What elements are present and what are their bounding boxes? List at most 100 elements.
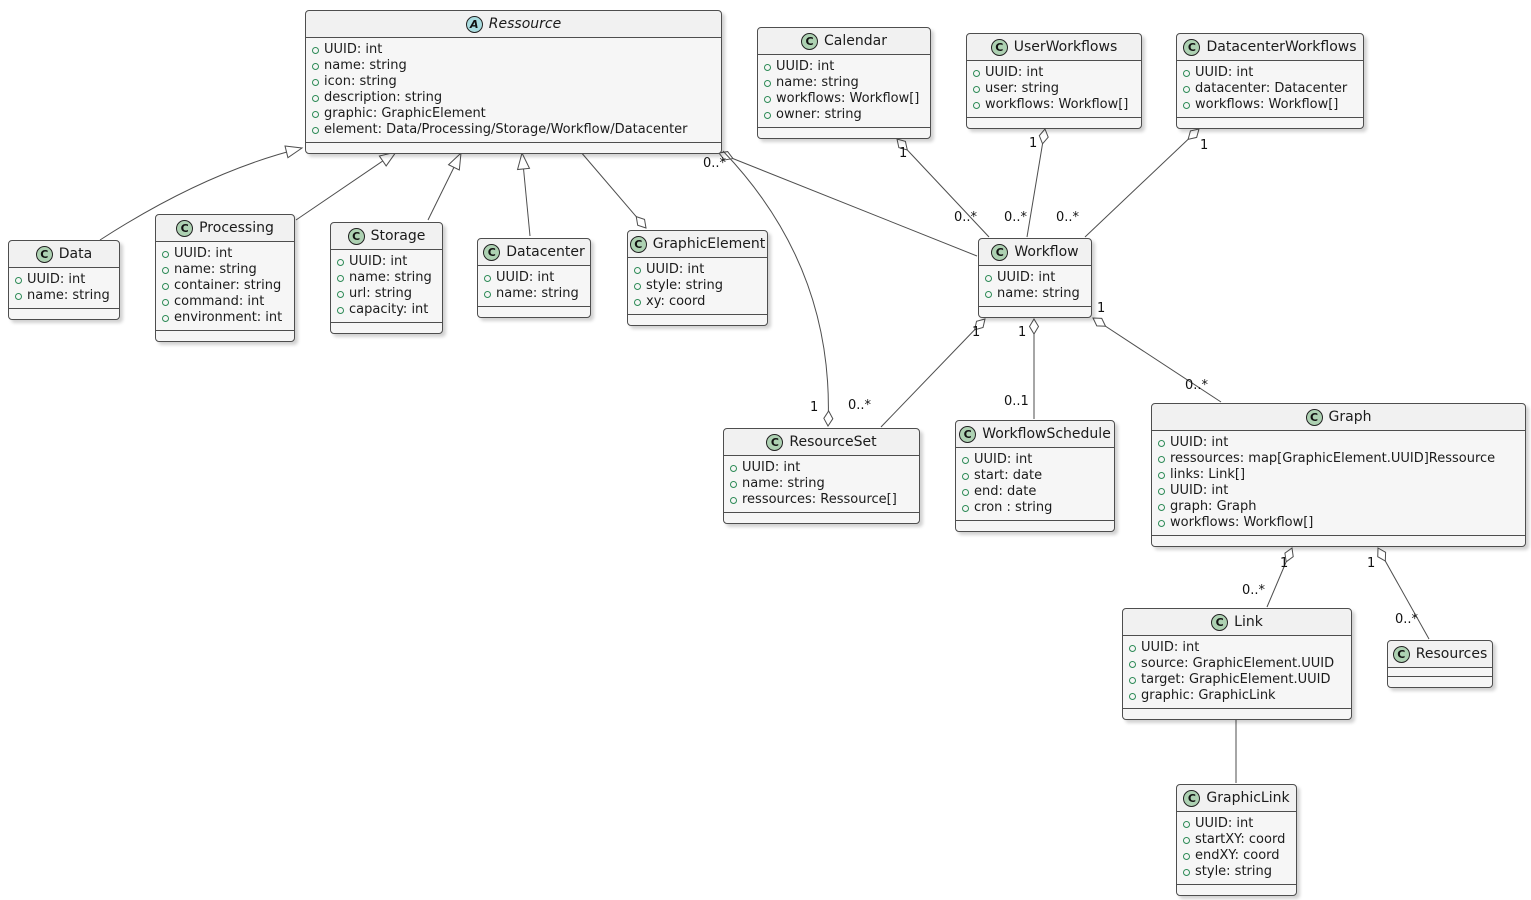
field-visibility-icon — [15, 276, 22, 284]
class-attribute: owner: string — [764, 107, 923, 123]
attribute-text: command: int — [174, 294, 265, 309]
field-visibility-icon — [1183, 852, 1190, 860]
class-name: DatacenterWorkflows — [1206, 39, 1357, 55]
class-attribute: UUID: int — [985, 270, 1084, 286]
edge-storage-extends-ressource — [427, 151, 462, 221]
class-attribute: name: string — [985, 286, 1084, 302]
class-attribute: UUID: int — [730, 460, 912, 476]
class-header: C Processing — [156, 215, 294, 242]
methods-compartment — [1123, 709, 1351, 719]
field-visibility-icon — [337, 274, 344, 282]
attribute-text: name: string — [997, 286, 1080, 301]
class-attribute: startXY: coord — [1183, 832, 1289, 848]
attribute-text: ressources: map[GraphicElement.UUID]Ress… — [1170, 451, 1496, 466]
attribute-text: source: GraphicElement.UUID — [1141, 656, 1335, 671]
class-name: Link — [1234, 614, 1263, 630]
attribute-text: UUID: int — [349, 254, 408, 269]
class-name: Workflow — [1014, 244, 1079, 260]
multiplicity-workflow-graph-target: 0..* — [1185, 378, 1209, 393]
attribute-text: UUID: int — [1195, 65, 1254, 80]
field-visibility-icon — [1158, 439, 1165, 447]
attribute-list — [1388, 668, 1492, 677]
field-visibility-icon — [312, 126, 319, 134]
class-attribute: environment: int — [162, 310, 287, 326]
field-visibility-icon — [1129, 660, 1136, 668]
edge-ressource-aggregation-resourceset — [722, 150, 834, 427]
class-attribute: ressources: Ressource[] — [730, 492, 912, 508]
edge-graphicelement-aggregates-ressource — [579, 150, 647, 229]
methods-compartment — [1388, 677, 1492, 687]
class-header: C Workflow — [979, 239, 1091, 266]
class-attribute: UUID: int — [1158, 483, 1518, 499]
edge-graph-aggregation-resources — [1377, 547, 1430, 640]
field-visibility-icon — [1158, 455, 1165, 463]
class-attribute: graph: Graph — [1158, 499, 1518, 515]
field-visibility-icon — [1129, 676, 1136, 684]
methods-compartment — [724, 513, 919, 523]
class-attribute: UUID: int — [162, 246, 287, 262]
edge-userworkflows-aggregation-workflow — [1026, 128, 1049, 238]
methods-compartment — [1177, 118, 1363, 128]
attribute-text: end: date — [974, 484, 1037, 499]
class-attribute: endXY: coord — [1183, 848, 1289, 864]
field-visibility-icon — [337, 258, 344, 266]
edge-workflow-aggregation-resourceset — [880, 318, 986, 428]
multiplicity-workflow-schedule-target: 0..1 — [1004, 394, 1029, 409]
attribute-text: xy: coord — [646, 294, 706, 309]
class-icon: C — [1183, 789, 1201, 807]
class-header: C WorkflowSchedule — [956, 421, 1114, 448]
attribute-text: UUID: int — [997, 270, 1056, 285]
class-attribute: url: string — [337, 286, 435, 302]
field-visibility-icon — [1158, 487, 1165, 495]
multiplicity-graph-resources-source: 1 — [1367, 556, 1376, 571]
attribute-text: datacenter: Datacenter — [1195, 81, 1348, 96]
attribute-text: UUID: int — [776, 59, 835, 74]
edge-processing-extends-ressource — [295, 151, 398, 221]
edge-graph-aggregation-link — [1266, 547, 1294, 608]
class-icon: C — [990, 38, 1008, 56]
class-attribute: container: string — [162, 278, 287, 294]
multiplicity-workflow-resourceset-source: 1 — [972, 325, 981, 340]
attribute-text: user: string — [985, 81, 1059, 96]
field-visibility-icon — [962, 488, 969, 496]
field-visibility-icon — [484, 290, 491, 298]
methods-compartment — [306, 143, 721, 153]
class-attribute: capacity: int — [337, 302, 435, 318]
methods-compartment — [156, 331, 294, 341]
attribute-text: startXY: coord — [1195, 832, 1286, 847]
multiplicity-ressource-workflow-source: 0..* — [703, 156, 727, 171]
class-attribute: graphic: GraphicLink — [1129, 688, 1344, 704]
class-attribute: UUID: int — [1158, 435, 1518, 451]
methods-compartment — [758, 128, 930, 138]
class-attribute: element: Data/Processing/Storage/Workflo… — [312, 122, 714, 138]
class-header: C ResourceSet — [724, 429, 919, 456]
attribute-text: UUID: int — [27, 272, 86, 287]
attribute-text: workflows: Workflow[] — [1195, 97, 1339, 112]
field-visibility-icon — [973, 69, 980, 77]
attribute-text: owner: string — [776, 107, 862, 122]
field-visibility-icon — [337, 290, 344, 298]
class-attribute: user: string — [973, 81, 1134, 97]
class-icon: C — [1183, 38, 1201, 56]
field-visibility-icon — [634, 298, 641, 306]
field-visibility-icon — [162, 314, 169, 322]
field-visibility-icon — [337, 306, 344, 314]
field-visibility-icon — [312, 110, 319, 118]
edge-calendar-aggregation-workflow — [896, 138, 990, 238]
class-attribute: UUID: int — [1183, 65, 1356, 81]
class-attribute: UUID: int — [973, 65, 1134, 81]
methods-compartment — [1152, 536, 1525, 546]
class-attribute: UUID: int — [1129, 640, 1344, 656]
class-attribute: datacenter: Datacenter — [1183, 81, 1356, 97]
attribute-text: icon: string — [324, 74, 397, 89]
